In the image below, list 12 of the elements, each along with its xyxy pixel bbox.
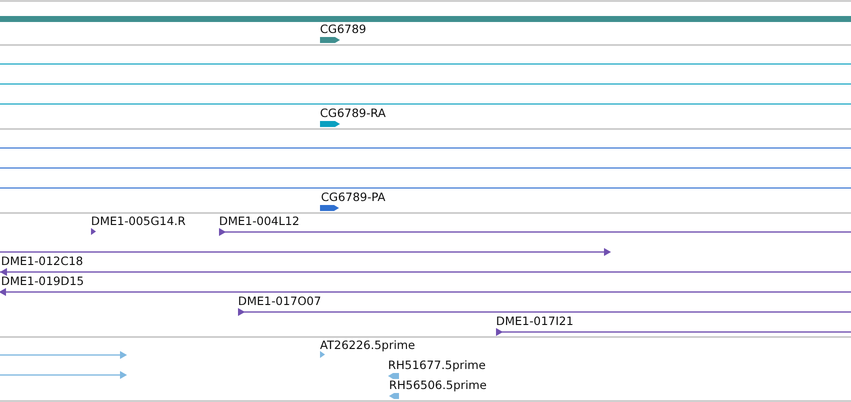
feature-label: AT26226.5prime [320, 339, 416, 352]
feature-label: DME1-017O07 [238, 295, 322, 308]
feature-label: RH51677.5prime [388, 359, 486, 372]
feature-label: CG6789-RA [320, 107, 386, 120]
feature-label: DME1-019D15 [1, 275, 84, 288]
feature-label: CG6789-PA [321, 191, 386, 204]
feature-label: DME1-017I21 [496, 315, 574, 328]
feature-label: DME1-012C18 [1, 255, 84, 268]
feature-label: RH56506.5prime [389, 379, 487, 392]
feature-label: CG6789 [320, 23, 366, 36]
feature-label: DME1-005G14.R [91, 215, 186, 228]
feature-label: DME1-004L12 [219, 215, 300, 228]
